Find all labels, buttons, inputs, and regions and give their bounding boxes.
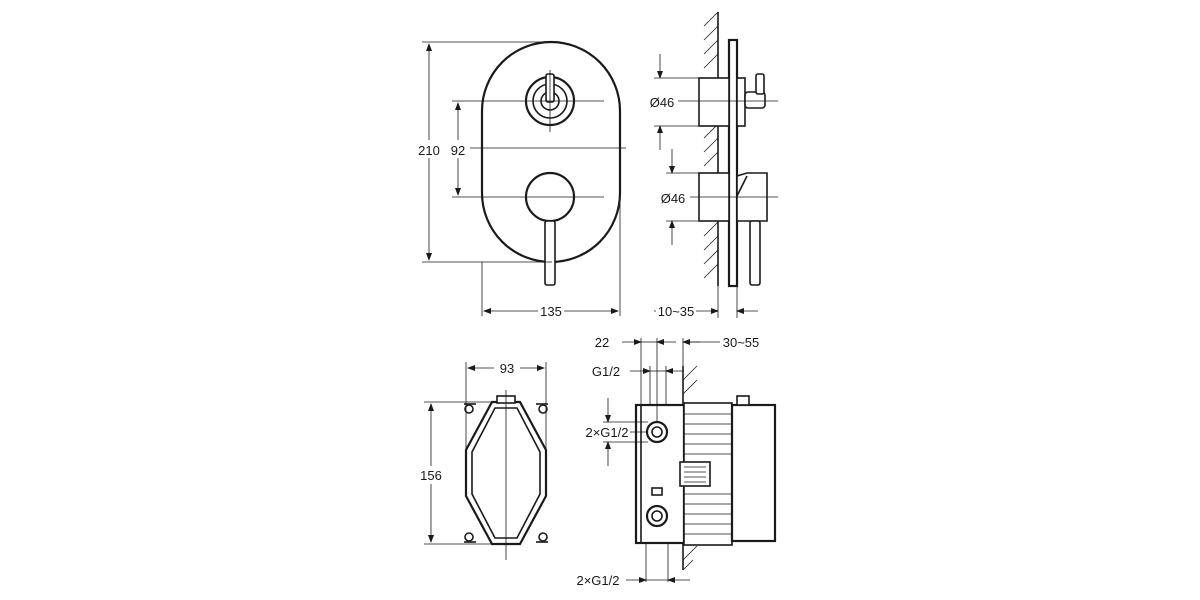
top-connection-label: G1/2 <box>592 364 620 379</box>
upper-diameter-label: Ø46 <box>650 95 675 110</box>
plate-depth-label: 10~35 <box>658 304 695 319</box>
cover-plate-profile <box>727 38 739 288</box>
lower-handle-lever <box>544 220 556 286</box>
wall-hatching <box>703 11 719 279</box>
height-label-mask <box>416 140 442 158</box>
width-label: 135 <box>540 304 562 319</box>
lower-inlet-port <box>645 504 669 528</box>
upper-inlet-port <box>645 420 669 444</box>
height-label: 210 <box>418 143 440 158</box>
box-width-label: 93 <box>500 361 514 376</box>
outlet-depth-label: 22 <box>595 335 609 350</box>
plate-depth-label-mask <box>656 302 696 318</box>
lug-bottom-left <box>464 532 474 542</box>
side-connection-label-mask <box>584 424 630 440</box>
box-height-label-mask <box>417 466 445 484</box>
upper-cartridge <box>698 77 730 127</box>
width-label-mask <box>538 302 564 318</box>
sleeve-ribs <box>684 413 732 535</box>
flow-marker <box>651 487 663 496</box>
box-width-label-mask <box>494 359 520 375</box>
upper-inlet-bore <box>651 426 663 438</box>
lower-inlet-bore <box>651 510 663 522</box>
upper-knob-base <box>736 77 746 127</box>
lug-top-left <box>464 404 474 414</box>
box-front-view: 93 156 <box>417 359 548 560</box>
lug-top-right <box>538 404 548 414</box>
cover-box-tab <box>736 395 750 406</box>
front-view: 210 92 135 <box>416 40 626 319</box>
box-inner-outline <box>471 407 541 539</box>
box-side-view: 22 30~55 G1/2 2×G1/2 2×G1/2 <box>576 335 777 588</box>
depth-range-label: 30~55 <box>723 335 760 350</box>
lower-diameter-label: Ø46 <box>661 191 686 206</box>
box-height-label: 156 <box>420 468 442 483</box>
lower-diameter-label-mask <box>660 190 690 206</box>
center-distance-label-mask <box>446 140 470 158</box>
lower-handle-bevel <box>736 175 748 197</box>
side-connection-label: 2×G1/2 <box>585 425 628 440</box>
bottom-connection-label: 2×G1/2 <box>576 573 619 588</box>
sleeve-clip-hatching <box>684 466 706 483</box>
upper-diameter-label-mask <box>648 94 678 110</box>
side-view: Ø46 Ø46 10~35 <box>648 11 778 319</box>
cover-box <box>730 403 777 543</box>
lug-bottom-right <box>538 532 548 542</box>
center-distance-label: 92 <box>451 143 465 158</box>
upper-knob-lever-profile <box>755 73 765 95</box>
lower-handle-lever-profile <box>749 220 761 286</box>
upper-knob-profile <box>744 91 766 109</box>
